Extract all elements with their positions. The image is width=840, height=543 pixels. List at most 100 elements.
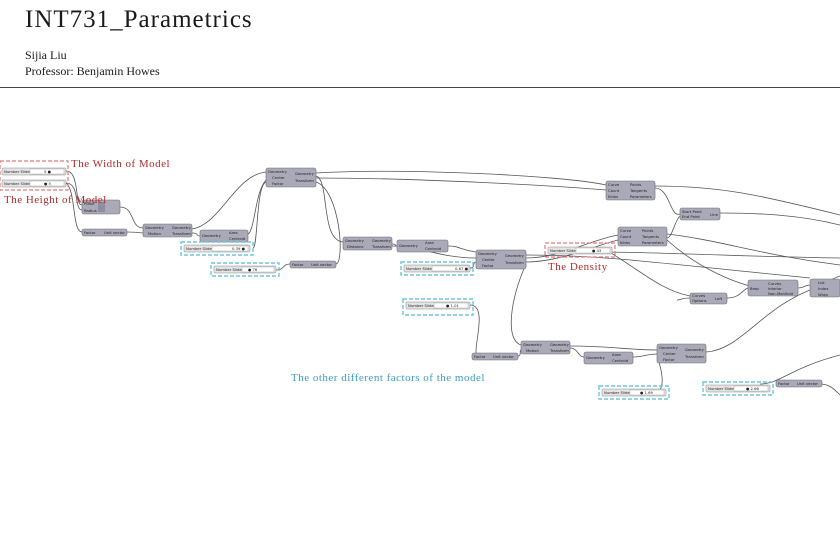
number-slider[interactable]: Number Slider ● 2.66 [705, 384, 771, 393]
svg-text:Geometry: Geometry [659, 345, 679, 350]
svg-text:Number Slider: Number Slider [4, 169, 32, 174]
svg-text:Motion: Motion [148, 231, 161, 236]
svg-text:Geometry: Geometry [268, 169, 288, 174]
svg-text:Area: Area [612, 352, 621, 357]
svg-text:Geometry: Geometry [505, 253, 525, 258]
svg-text:Geometry: Geometry [202, 233, 222, 238]
wires [65, 170, 840, 396]
svg-text:Plane: Plane [84, 201, 95, 206]
number-slider[interactable]: Number Slider 0.39 ● [183, 244, 251, 253]
svg-text:Geometry: Geometry [399, 243, 419, 248]
svg-text:Factor: Factor [272, 181, 284, 186]
svg-text:Transform: Transform [504, 260, 524, 265]
svg-text:Count: Count [620, 234, 632, 239]
svg-text:Tangents: Tangents [629, 188, 647, 193]
svg-text:Geometry: Geometry [145, 225, 165, 230]
svg-text:Factor: Factor [84, 230, 96, 235]
svg-text:Center: Center [663, 351, 676, 356]
svg-text:Curves: Curves [768, 281, 781, 286]
svg-text:Factor: Factor [778, 381, 790, 386]
svg-text:Kinks: Kinks [620, 240, 630, 245]
svg-text:Number Slider: Number Slider [708, 386, 736, 391]
svg-text:0.67 ●: 0.67 ● [455, 266, 469, 271]
svg-text:Transform: Transform [549, 348, 569, 353]
svg-text:Centroid: Centroid [229, 236, 246, 241]
width-height-highlight [0, 160, 69, 191]
svg-text:● 1.69: ● 1.69 [640, 390, 654, 395]
svg-text:Index: Index [818, 286, 829, 291]
factor-highlight [598, 385, 670, 400]
svg-text:Parameters: Parameters [630, 194, 652, 199]
svg-text:Options: Options [692, 298, 707, 303]
svg-text:End Point: End Point [682, 214, 700, 219]
svg-text:Center: Center [482, 257, 495, 262]
svg-text:Number Slider: Number Slider [550, 248, 578, 253]
unit-vector-component[interactable]: Factor Unit vector [289, 260, 337, 269]
page-title: INT731_Parametrics [25, 6, 253, 33]
unit-vector-component[interactable]: Factor Unit vector [471, 352, 519, 361]
height-annotation: The Height of Model [4, 194, 107, 206]
svg-text:Factor: Factor [482, 263, 494, 268]
density-annotation: The Density [548, 261, 608, 273]
number-slider[interactable]: Number Slider 0.67 ● [403, 264, 471, 273]
svg-text:Unit vector: Unit vector [797, 381, 818, 386]
svg-text:Number Slider: Number Slider [406, 266, 434, 271]
number-slider[interactable]: Number Slider ● 1.69 [601, 388, 667, 397]
svg-text:List: List [818, 280, 825, 285]
svg-text:Interior: Interior [768, 286, 782, 291]
svg-text:Tangents: Tangents [641, 234, 659, 239]
factor-highlight [402, 298, 474, 316]
svg-text:Area: Area [229, 230, 238, 235]
svg-text:Curves: Curves [692, 293, 705, 298]
number-slider[interactable]: Number Slider ● 5 [1, 179, 67, 188]
header-divider [0, 87, 840, 88]
factor-highlight [702, 381, 774, 396]
density-slider[interactable]: Number Slider ● 43 [547, 246, 613, 255]
svg-text:● 76: ● 76 [248, 267, 258, 272]
number-slider[interactable]: Number Slider ● 76 [213, 265, 277, 274]
factor-highlight [400, 261, 474, 276]
svg-text:Transform: Transform [171, 231, 191, 236]
svg-text:Non-Manifold: Non-Manifold [768, 291, 794, 296]
svg-text:Count: Count [608, 188, 620, 193]
svg-text:Geometry: Geometry [685, 347, 705, 352]
svg-text:Points: Points [630, 182, 641, 187]
width-annotation: The Width of Model [71, 158, 171, 170]
svg-text:● 2.66: ● 2.66 [746, 386, 760, 391]
unit-vector-component[interactable]: Factor Unit vector [81, 228, 128, 237]
svg-text:Start Point: Start Point [682, 209, 702, 214]
svg-text:Parameters: Parameters [642, 240, 664, 245]
svg-text:● 1.01: ● 1.01 [446, 303, 460, 308]
svg-text:Motion: Motion [526, 348, 539, 353]
svg-text:Transform: Transform [294, 178, 314, 183]
number-slider[interactable]: Number Slider ● 1.01 [405, 301, 471, 310]
svg-text:5 ●: 5 ● [44, 169, 52, 174]
svg-text:Loft: Loft [715, 296, 723, 301]
svg-text:● 43: ● 43 [592, 248, 602, 253]
svg-text:Number Slider: Number Slider [408, 303, 436, 308]
svg-text:Brep: Brep [750, 286, 759, 291]
factor-highlight [210, 262, 280, 277]
number-slider[interactable]: Number Slider 5 ● [1, 167, 67, 176]
svg-text:Unit vector: Unit vector [104, 230, 125, 235]
svg-text:Points: Points [642, 228, 653, 233]
svg-text:Geometry: Geometry [345, 238, 365, 243]
unit-vector-component[interactable]: Factor Unit vector [775, 379, 823, 388]
